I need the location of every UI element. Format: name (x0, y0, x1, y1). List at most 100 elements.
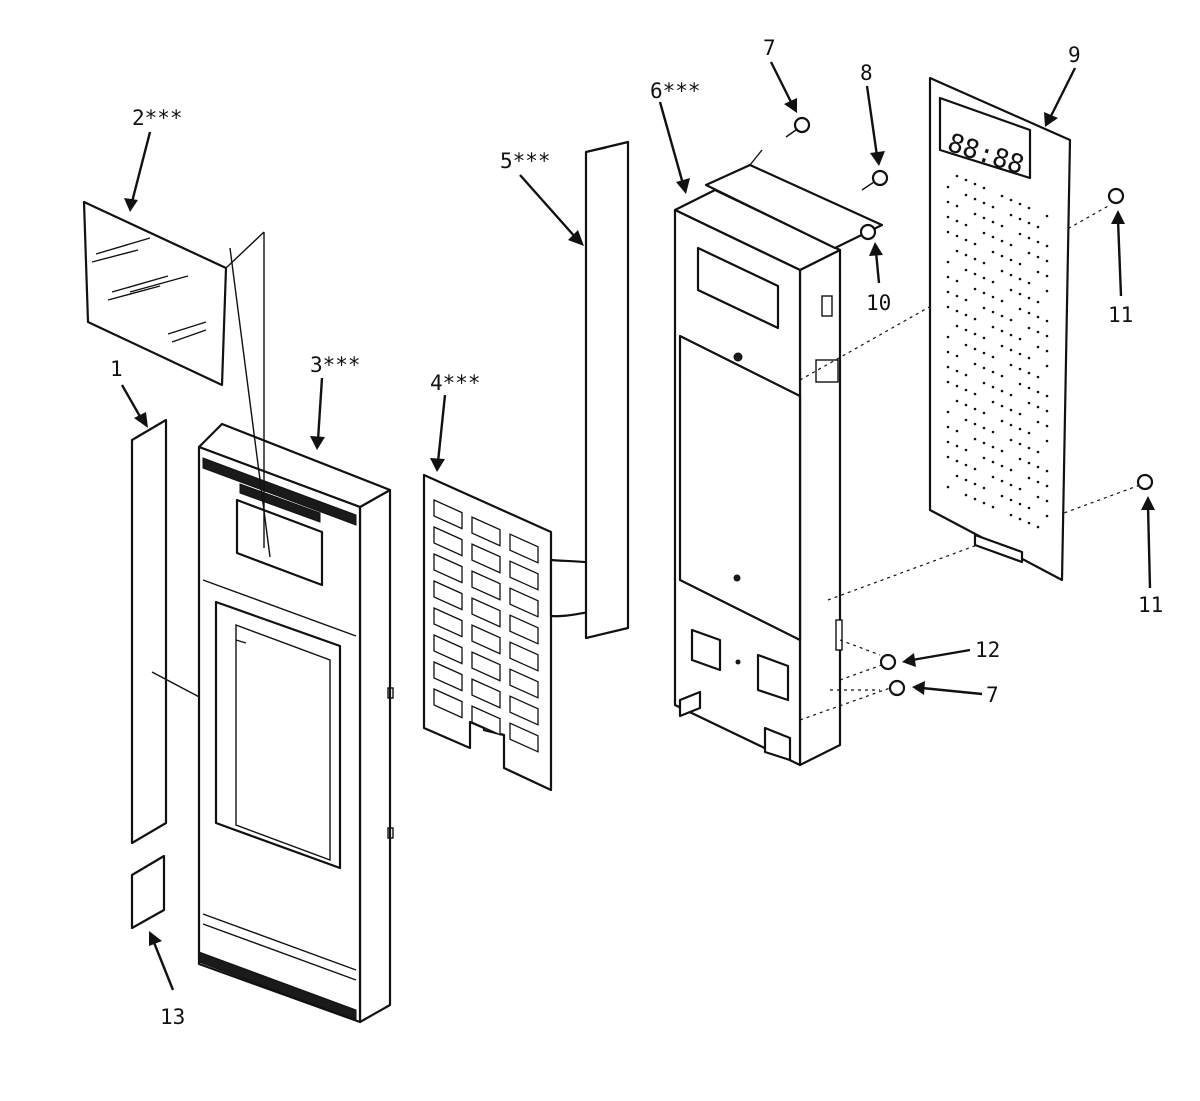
board-dot (1045, 514, 1049, 518)
board-dot (973, 347, 977, 351)
board-dot (955, 234, 959, 238)
board-dot (973, 242, 977, 246)
board-dot (955, 324, 959, 328)
keypad-key (471, 597, 501, 628)
board-dot (955, 399, 959, 403)
callout-10: 10 (866, 291, 891, 315)
board-dot (1000, 299, 1004, 303)
board-dot (1009, 333, 1013, 337)
keypad-key (509, 614, 539, 645)
board-dot (1018, 442, 1022, 446)
board-dot (973, 182, 977, 186)
board-dot (1036, 240, 1040, 244)
board-dot (964, 223, 968, 227)
callout-11-upper: 11 (1108, 303, 1133, 327)
keypad-key (471, 570, 501, 601)
board-dot (991, 205, 995, 209)
board-dot (1027, 386, 1031, 390)
board-dot (964, 313, 968, 317)
board-dot (973, 272, 977, 276)
board-dot (946, 305, 950, 309)
board-dot (1018, 217, 1022, 221)
board-dot (946, 290, 950, 294)
board-dot (973, 332, 977, 336)
board-dot (1027, 236, 1031, 240)
board-dot (1018, 517, 1022, 521)
board-dot (1009, 498, 1013, 502)
board-dot (1000, 254, 1004, 258)
board-dot (1045, 484, 1049, 488)
board-dot (1036, 345, 1040, 349)
board-dot (1009, 273, 1013, 277)
board-dot (1027, 326, 1031, 330)
keypad-keys (433, 498, 539, 753)
board-dot (964, 298, 968, 302)
board-dot (973, 407, 977, 411)
keypad-key (509, 533, 539, 564)
board-dot (1009, 213, 1013, 217)
board-dot (982, 201, 986, 205)
board-dot (1045, 319, 1049, 323)
keypad-key (471, 516, 501, 547)
board-dot (1045, 349, 1049, 353)
board-dot (1027, 476, 1031, 480)
board-dot (991, 235, 995, 239)
board-dot (955, 249, 959, 253)
board-dot (1045, 214, 1049, 218)
callout-1: 1 (110, 357, 123, 381)
board-dot (1018, 202, 1022, 206)
keypad-key (471, 624, 501, 655)
board-dot (964, 388, 968, 392)
part-1-strip (130, 418, 206, 845)
board-dot (1045, 439, 1049, 443)
board-dot (1036, 255, 1040, 259)
board-dot (973, 362, 977, 366)
callout-13: 13 (160, 1005, 185, 1029)
part-6-control-housing (673, 149, 1141, 767)
board-dot (964, 238, 968, 242)
board-dot (991, 310, 995, 314)
board-dot (1018, 487, 1022, 491)
part-3-control-panel-frame (197, 232, 394, 1024)
board-dot (1027, 281, 1031, 285)
board-dot (991, 220, 995, 224)
board-component-dots (946, 174, 1049, 529)
keypad-key (433, 525, 463, 557)
board-dot (1000, 449, 1004, 453)
board-dot (946, 485, 950, 489)
callout-5: 5*** (500, 149, 551, 173)
board-dot (946, 440, 950, 444)
board-dot (973, 257, 977, 261)
board-dot (964, 328, 968, 332)
board-dot (982, 486, 986, 490)
callout-7-top: 7 (763, 36, 776, 60)
board-dot (973, 467, 977, 471)
board-dot (1000, 239, 1004, 243)
board-dot (973, 482, 977, 486)
board-dot (946, 260, 950, 264)
board-dot (955, 444, 959, 448)
board-dot (964, 448, 968, 452)
screw-7-top (785, 116, 811, 138)
board-dot (1036, 300, 1040, 304)
board-dot (973, 317, 977, 321)
board-dot (946, 380, 950, 384)
board-dot (1018, 367, 1022, 371)
board-dot (982, 291, 986, 295)
board-dot (982, 231, 986, 235)
board-dot (1018, 352, 1022, 356)
board-dot (982, 426, 986, 430)
board-dot (1027, 506, 1031, 510)
board-dot (946, 200, 950, 204)
board-dot (955, 474, 959, 478)
board-dot (1027, 431, 1031, 435)
board-dot (982, 186, 986, 190)
board-dot (991, 460, 995, 464)
board-dot (1000, 464, 1004, 468)
board-dot (1009, 483, 1013, 487)
board-dot (973, 197, 977, 201)
board-dot (1045, 334, 1049, 338)
board-dot (946, 425, 950, 429)
board-dot (1018, 412, 1022, 416)
board-dot (991, 475, 995, 479)
